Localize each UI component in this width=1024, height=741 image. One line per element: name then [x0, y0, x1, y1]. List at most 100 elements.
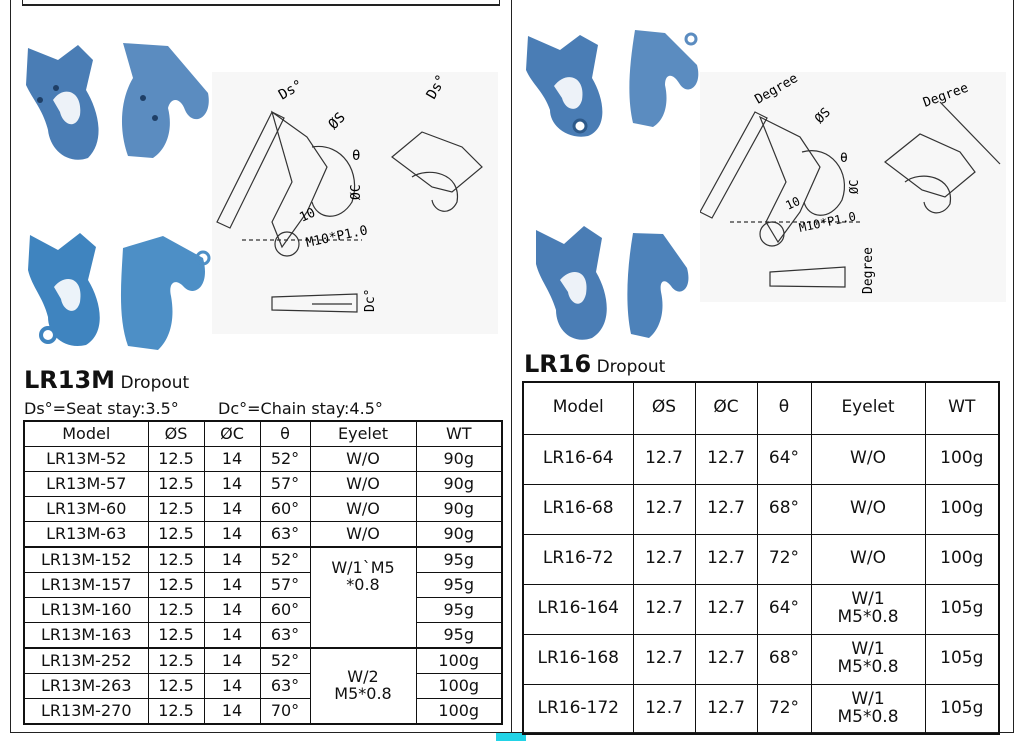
cell-theta: 72°	[756, 683, 812, 735]
cell-oc: 14	[203, 647, 261, 674]
cell-wt: 90g	[415, 496, 503, 522]
cell-model: LR16-172	[522, 683, 634, 735]
cell-wt: 90g	[415, 471, 503, 497]
header-os: ØS	[632, 381, 696, 435]
cell-model: LR13M-263	[23, 673, 149, 699]
cell-os: 12.5	[147, 521, 205, 548]
lr13m-title-model: LR13M	[24, 366, 116, 394]
cell-os: 12.5	[147, 647, 205, 674]
cell-wt: 105g	[924, 583, 1000, 635]
cell-theta: 68°	[756, 633, 812, 685]
cell-oc: 14	[203, 496, 261, 522]
cell-os: 12.5	[147, 673, 205, 699]
diagram-label-oc: ØC	[847, 180, 861, 194]
cell-theta: 68°	[756, 483, 812, 535]
lr16-render-top-left	[526, 35, 603, 137]
diagram-label-10: 10	[783, 194, 802, 213]
header-wt: WT	[924, 381, 1000, 435]
table-header-row: Model ØS ØC θ Eyelet WT	[522, 381, 1000, 435]
cell-oc: 12.7	[694, 483, 758, 535]
cell-eyelet: W/O	[309, 496, 417, 522]
cell-oc: 14	[203, 521, 261, 548]
lr16-render-bottom-right	[627, 233, 689, 338]
seat-stay-note: Ds°=Seat stay:3.5°	[24, 399, 179, 418]
cell-model: LR16-72	[522, 533, 634, 585]
cell-theta: 60°	[259, 597, 311, 623]
top-rule	[22, 0, 500, 6]
cell-model: LR13M-57	[23, 471, 149, 497]
diagram-label-oc: ØC	[349, 184, 364, 200]
cell-eyelet-merged: W/1`M5 *0.8	[309, 546, 417, 649]
cell-oc: 14	[203, 673, 261, 699]
chain-stay-note: Dc°=Chain stay:4.5°	[218, 399, 383, 418]
cell-model: LR13M-157	[23, 572, 149, 598]
cell-theta: 57°	[259, 471, 311, 497]
cell-model: LR13M-252	[23, 647, 149, 674]
cell-os: 12.5	[147, 471, 205, 497]
lr16-render-top-right	[629, 30, 699, 127]
lr16-title-suffix: Dropout	[591, 357, 666, 377]
cell-eyelet: W/1 M5*0.8	[810, 633, 926, 685]
cell-oc: 14	[203, 622, 261, 649]
cell-eyelet: W/O	[309, 446, 417, 472]
header-wt: WT	[415, 420, 503, 447]
table-header-row: Model ØS ØC θ Eyelet WT	[23, 420, 503, 447]
cell-wt: 95g	[415, 597, 503, 623]
cell-theta: 52°	[259, 647, 311, 674]
header-theta: θ	[259, 420, 311, 447]
lr16-title-model: LR16	[524, 350, 592, 378]
cell-os: 12.7	[632, 483, 696, 535]
cell-eyelet: W/O	[309, 471, 417, 497]
cell-eyelet: W/O	[810, 433, 926, 485]
lr13m-render-top-left	[26, 45, 99, 160]
cell-model: LR13M-60	[23, 496, 149, 522]
cell-wt: 95g	[415, 572, 503, 598]
cell-oc: 14	[203, 446, 261, 472]
diagram-label-theta: θ	[352, 148, 360, 164]
cell-theta: 70°	[259, 698, 311, 725]
cell-theta: 52°	[259, 546, 311, 573]
cell-os: 12.7	[632, 583, 696, 635]
header-theta: θ	[756, 381, 812, 435]
cell-theta: 63°	[259, 622, 311, 649]
diagram-label-theta: θ	[840, 151, 848, 166]
cell-model: LR13M-63	[23, 521, 149, 548]
cell-oc: 14	[203, 471, 261, 497]
cell-model: LR16-64	[522, 433, 634, 485]
diagram-label-10: 10	[297, 205, 318, 225]
column-divider	[511, 0, 512, 733]
cell-os: 12.5	[147, 698, 205, 725]
cell-wt: 105g	[924, 633, 1000, 685]
cell-os: 12.5	[147, 546, 205, 573]
cell-os: 12.7	[632, 633, 696, 685]
lr13m-title-suffix: Dropout	[115, 373, 190, 393]
cell-wt: 100g	[924, 533, 1000, 585]
cell-eyelet: W/O	[810, 483, 926, 535]
header-os: ØS	[147, 420, 205, 447]
header-eyelet: Eyelet	[810, 381, 926, 435]
diagram-label-degree-bottom: Degree	[861, 247, 876, 294]
cell-oc: 12.7	[694, 633, 758, 685]
lr13m-render-bottom-left	[28, 233, 100, 346]
cell-model: LR13M-52	[23, 446, 149, 472]
cell-os: 12.5	[147, 622, 205, 649]
cell-oc: 12.7	[694, 433, 758, 485]
cell-wt: 100g	[415, 673, 503, 699]
header-model: Model	[23, 420, 149, 447]
cell-wt: 100g	[415, 647, 503, 674]
cell-model: LR16-164	[522, 583, 634, 635]
cell-oc: 12.7	[694, 683, 758, 735]
cell-os: 12.5	[147, 446, 205, 472]
